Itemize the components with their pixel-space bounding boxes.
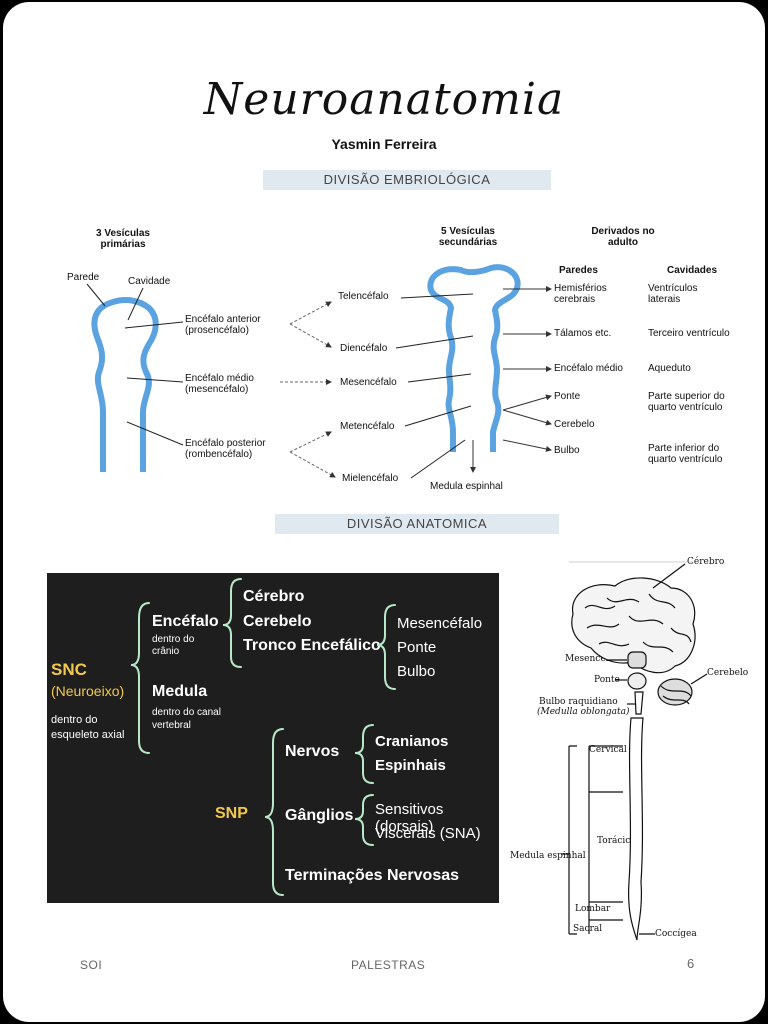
- wall-4: Ponte: [554, 391, 581, 402]
- nervos-label: Nervos: [285, 743, 340, 760]
- nervos-part-cranianos: Cranianos: [375, 733, 449, 750]
- wall-6: Bulbo: [554, 445, 580, 456]
- secondary-header: 5 Vesículas secundárias: [438, 226, 498, 248]
- fig-label-mesencefalo: Mesencéfalo: [565, 654, 623, 664]
- brace-tronco: [376, 604, 396, 690]
- page-title: Neuroanatomia: [203, 74, 565, 125]
- derived-header: Derivados no adulto: [591, 226, 655, 248]
- wall-label: Parede: [67, 272, 100, 283]
- snp-label: SNP: [215, 805, 248, 822]
- encefalo-part-cerebro: Cérebro: [243, 588, 305, 605]
- primary-header: 3 Vesículas primárias: [96, 228, 150, 250]
- author-name: Yasmin Ferreira: [331, 136, 437, 152]
- fig-label-medula: Medula espinhal: [510, 851, 586, 861]
- secondary-vesicle-2: Diencéfalo: [340, 343, 388, 354]
- snc-sub-label: (Neuroeixo): [51, 683, 125, 699]
- encefalo-part-cerebelo: Cerebelo: [243, 613, 312, 630]
- ganglios-part-sensitivos: Sensitivos (dorsais): [375, 801, 444, 835]
- primary-vesicle-2: Encéfalo médio (mesencéfalo): [185, 373, 254, 395]
- tronco-part-bulbo: Bulbo: [397, 663, 436, 680]
- wall-5: Cerebelo: [554, 419, 595, 430]
- fig-label-cerebro: Cérebro: [687, 557, 725, 567]
- secondary-vesicle-3: Mesencéfalo: [340, 377, 397, 388]
- fig-label-coccigea: Coccígea: [655, 929, 697, 939]
- fig-label-toracica: Torácica: [597, 836, 636, 846]
- wall-2: Tálamos etc.: [554, 328, 612, 339]
- secondary-vesicle-4: Metencéfalo: [340, 421, 395, 432]
- pons-shape: [627, 672, 647, 690]
- secondary-vesicle-tube: [427, 264, 521, 452]
- brace-snc: [130, 602, 150, 754]
- tronco-part-mesencefalo: Mesencéfalo: [397, 615, 483, 632]
- secondary-vesicle-5: Mielencéfalo: [342, 473, 399, 484]
- cavity-4: Parte superior do quarto ventrículo: [648, 391, 725, 413]
- spinal-cord-shape: [628, 717, 644, 941]
- cavity-3: Aqueduto: [648, 363, 691, 374]
- snc-description: dentro do esqueleto axial: [51, 714, 125, 741]
- col-cavities-header: Cavidades: [667, 265, 718, 276]
- encefalo-description: dentro do crânio: [152, 634, 195, 657]
- medulla-shape: [634, 691, 644, 715]
- footer-center: PALESTRAS: [351, 958, 426, 972]
- col-walls-header: Paredes: [559, 265, 598, 276]
- brace-ganglios: [354, 794, 374, 846]
- nervous-system-classification: SNC (Neuroeixo) dentro do esqueleto axia…: [47, 573, 499, 903]
- brace-nervos: [354, 724, 374, 784]
- wall-1: Hemisférios cerebrais: [554, 283, 607, 305]
- wall-3: Encéfalo médio: [554, 363, 623, 374]
- midbrain-shape: [627, 651, 647, 669]
- section-banner-embryological: DIVISÃO EMBRIOLÓGICA: [263, 170, 551, 190]
- terminacoes-label: Terminações Nervosas: [285, 867, 460, 884]
- page-number: 6: [687, 956, 695, 971]
- cavity-label: Cavidade: [128, 276, 171, 287]
- ganglios-label: Gânglios: [285, 807, 354, 824]
- fig-label-bulbo: Bulbo raquidiano: [539, 697, 618, 707]
- fig-label-ponte: Ponte: [594, 675, 620, 685]
- section-banner-anatomical: DIVISÃO ANATOMICA: [275, 514, 559, 534]
- brace-encefalo: [222, 578, 242, 668]
- ganglios-part-viscerais: Viscerais (SNA): [375, 825, 481, 842]
- cavity-1: Ventrículos laterais: [648, 283, 698, 305]
- encefalo-label: Encéfalo: [152, 613, 219, 630]
- cavity-2: Terceiro ventrículo: [648, 328, 730, 339]
- cerebellum-shape: [657, 678, 693, 706]
- nervos-part-espinhais: Espinhais: [375, 757, 446, 774]
- footer-left: SOI: [80, 958, 103, 972]
- snc-label: SNC: [51, 660, 87, 679]
- spinal-cord-label: Medula espinhal: [430, 481, 503, 492]
- classification-braces: [130, 578, 396, 896]
- medula-description: dentro do canal vertebral: [152, 707, 221, 731]
- primary-vesicle-1: Encéfalo anterior (prosencéfalo): [185, 314, 261, 336]
- primary-vesicle-tube: [91, 297, 159, 472]
- fig-label-cerebelo: Cerebelo: [707, 668, 749, 678]
- fig-label-bulbo-latin: (Medulla oblongata): [537, 707, 630, 717]
- page: Neuroanatomia Yasmin Ferreira DIVISÃO EM…: [3, 2, 765, 1022]
- cavity-5: Parte inferior do quarto ventrículo: [648, 443, 723, 465]
- fig-label-cervical: Cervical: [589, 745, 627, 755]
- medula-label: Medula: [152, 683, 208, 700]
- brace-snp: [264, 728, 284, 896]
- embryology-drawing: [86, 264, 552, 479]
- encefalo-part-tronco: Tronco Encefálico: [243, 637, 381, 654]
- primary-vesicle-3: Encéfalo posterior (rombencéfalo): [185, 438, 266, 460]
- fig-label-sacral: Sacral: [573, 924, 603, 934]
- secondary-vesicle-1: Telencéfalo: [338, 291, 389, 302]
- tronco-part-ponte: Ponte: [397, 639, 437, 656]
- fig-label-lombar: Lombar: [575, 904, 611, 914]
